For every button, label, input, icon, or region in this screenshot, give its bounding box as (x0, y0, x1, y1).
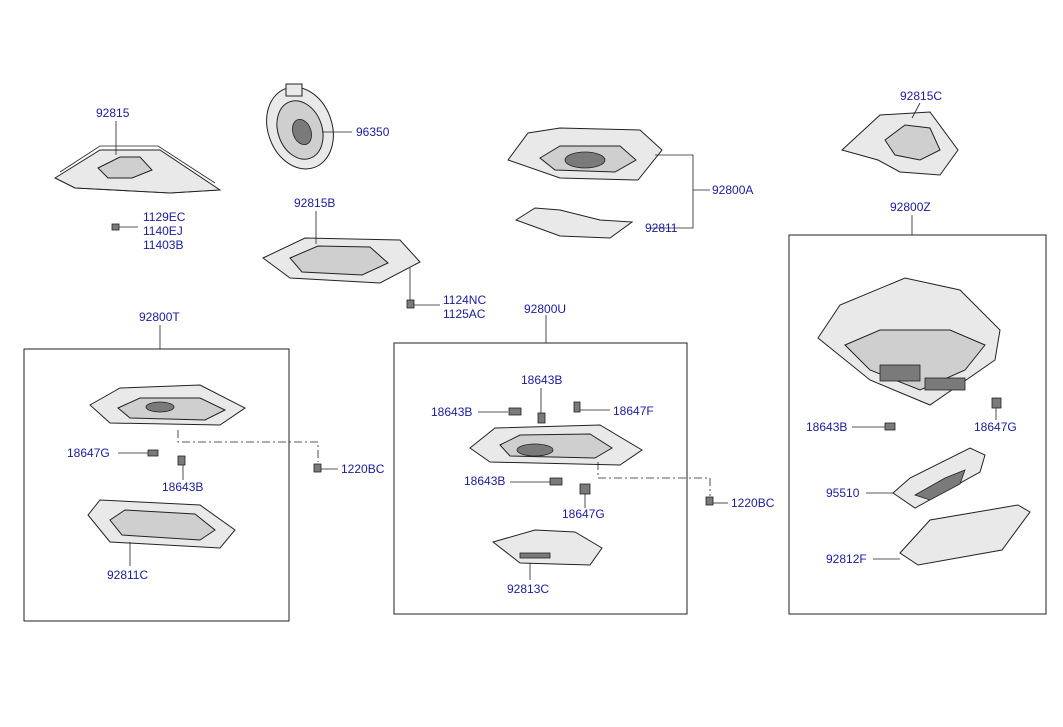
label-92815C[interactable]: 92815C (900, 89, 943, 103)
bracket-92815-part (53, 121, 222, 231)
label-1140EJ[interactable]: 1140EJ (143, 224, 183, 238)
label-92815[interactable]: 92815 (96, 106, 130, 120)
label-92800T[interactable]: 92800T (139, 310, 180, 324)
label-92815B[interactable]: 92815B (294, 196, 336, 210)
label-92800U-18643B-top[interactable]: 18643B (521, 373, 563, 387)
label-92800U-18643B-left[interactable]: 18643B (431, 405, 473, 419)
group-box-92800Z (788, 234, 1047, 615)
lamp-92800A-part (507, 127, 710, 239)
label-92800U[interactable]: 92800U (524, 302, 567, 316)
label-92800Z-18643B[interactable]: 18643B (806, 420, 848, 434)
label-92812F[interactable]: 92812F (826, 552, 867, 566)
speaker-96350-part (266, 83, 352, 170)
label-92800U-1220BC[interactable]: 1220BC (731, 496, 775, 510)
label-1125AC[interactable]: 1125AC (443, 307, 486, 321)
group-92800Z-parts (817, 215, 1031, 566)
group-92800T-parts (87, 325, 338, 566)
label-1124NC[interactable]: 1124NC (443, 293, 487, 307)
label-96350[interactable]: 96350 (356, 125, 390, 139)
group-box-92800T (23, 348, 290, 622)
label-92800Z-18647G[interactable]: 18647G (974, 420, 1017, 434)
plate-92815B-part (262, 211, 440, 309)
label-92813C[interactable]: 92813C (507, 582, 550, 596)
label-1129EC[interactable]: 1129EC (143, 210, 186, 224)
group-92800U-parts (469, 315, 728, 580)
label-92800T-1220BC[interactable]: 1220BC (341, 462, 385, 476)
label-92800T-18647G[interactable]: 18647G (67, 446, 110, 460)
bracket-92815C-part (841, 102, 959, 176)
label-92811C[interactable]: 92811C (107, 568, 149, 582)
label-92800U-18643B-mid[interactable]: 18643B (464, 474, 506, 488)
label-92800U-18647G[interactable]: 18647G (562, 507, 605, 521)
label-95510[interactable]: 95510 (826, 486, 860, 500)
label-92800Z[interactable]: 92800Z (890, 200, 931, 214)
label-92800A[interactable]: 92800A (712, 183, 754, 197)
label-18647F[interactable]: 18647F (613, 404, 654, 418)
label-92811[interactable]: 92811 (645, 221, 678, 235)
label-92800T-18643B[interactable]: 18643B (162, 480, 204, 494)
group-box-92800U (393, 342, 688, 615)
label-11403B[interactable]: 11403B (143, 238, 184, 252)
